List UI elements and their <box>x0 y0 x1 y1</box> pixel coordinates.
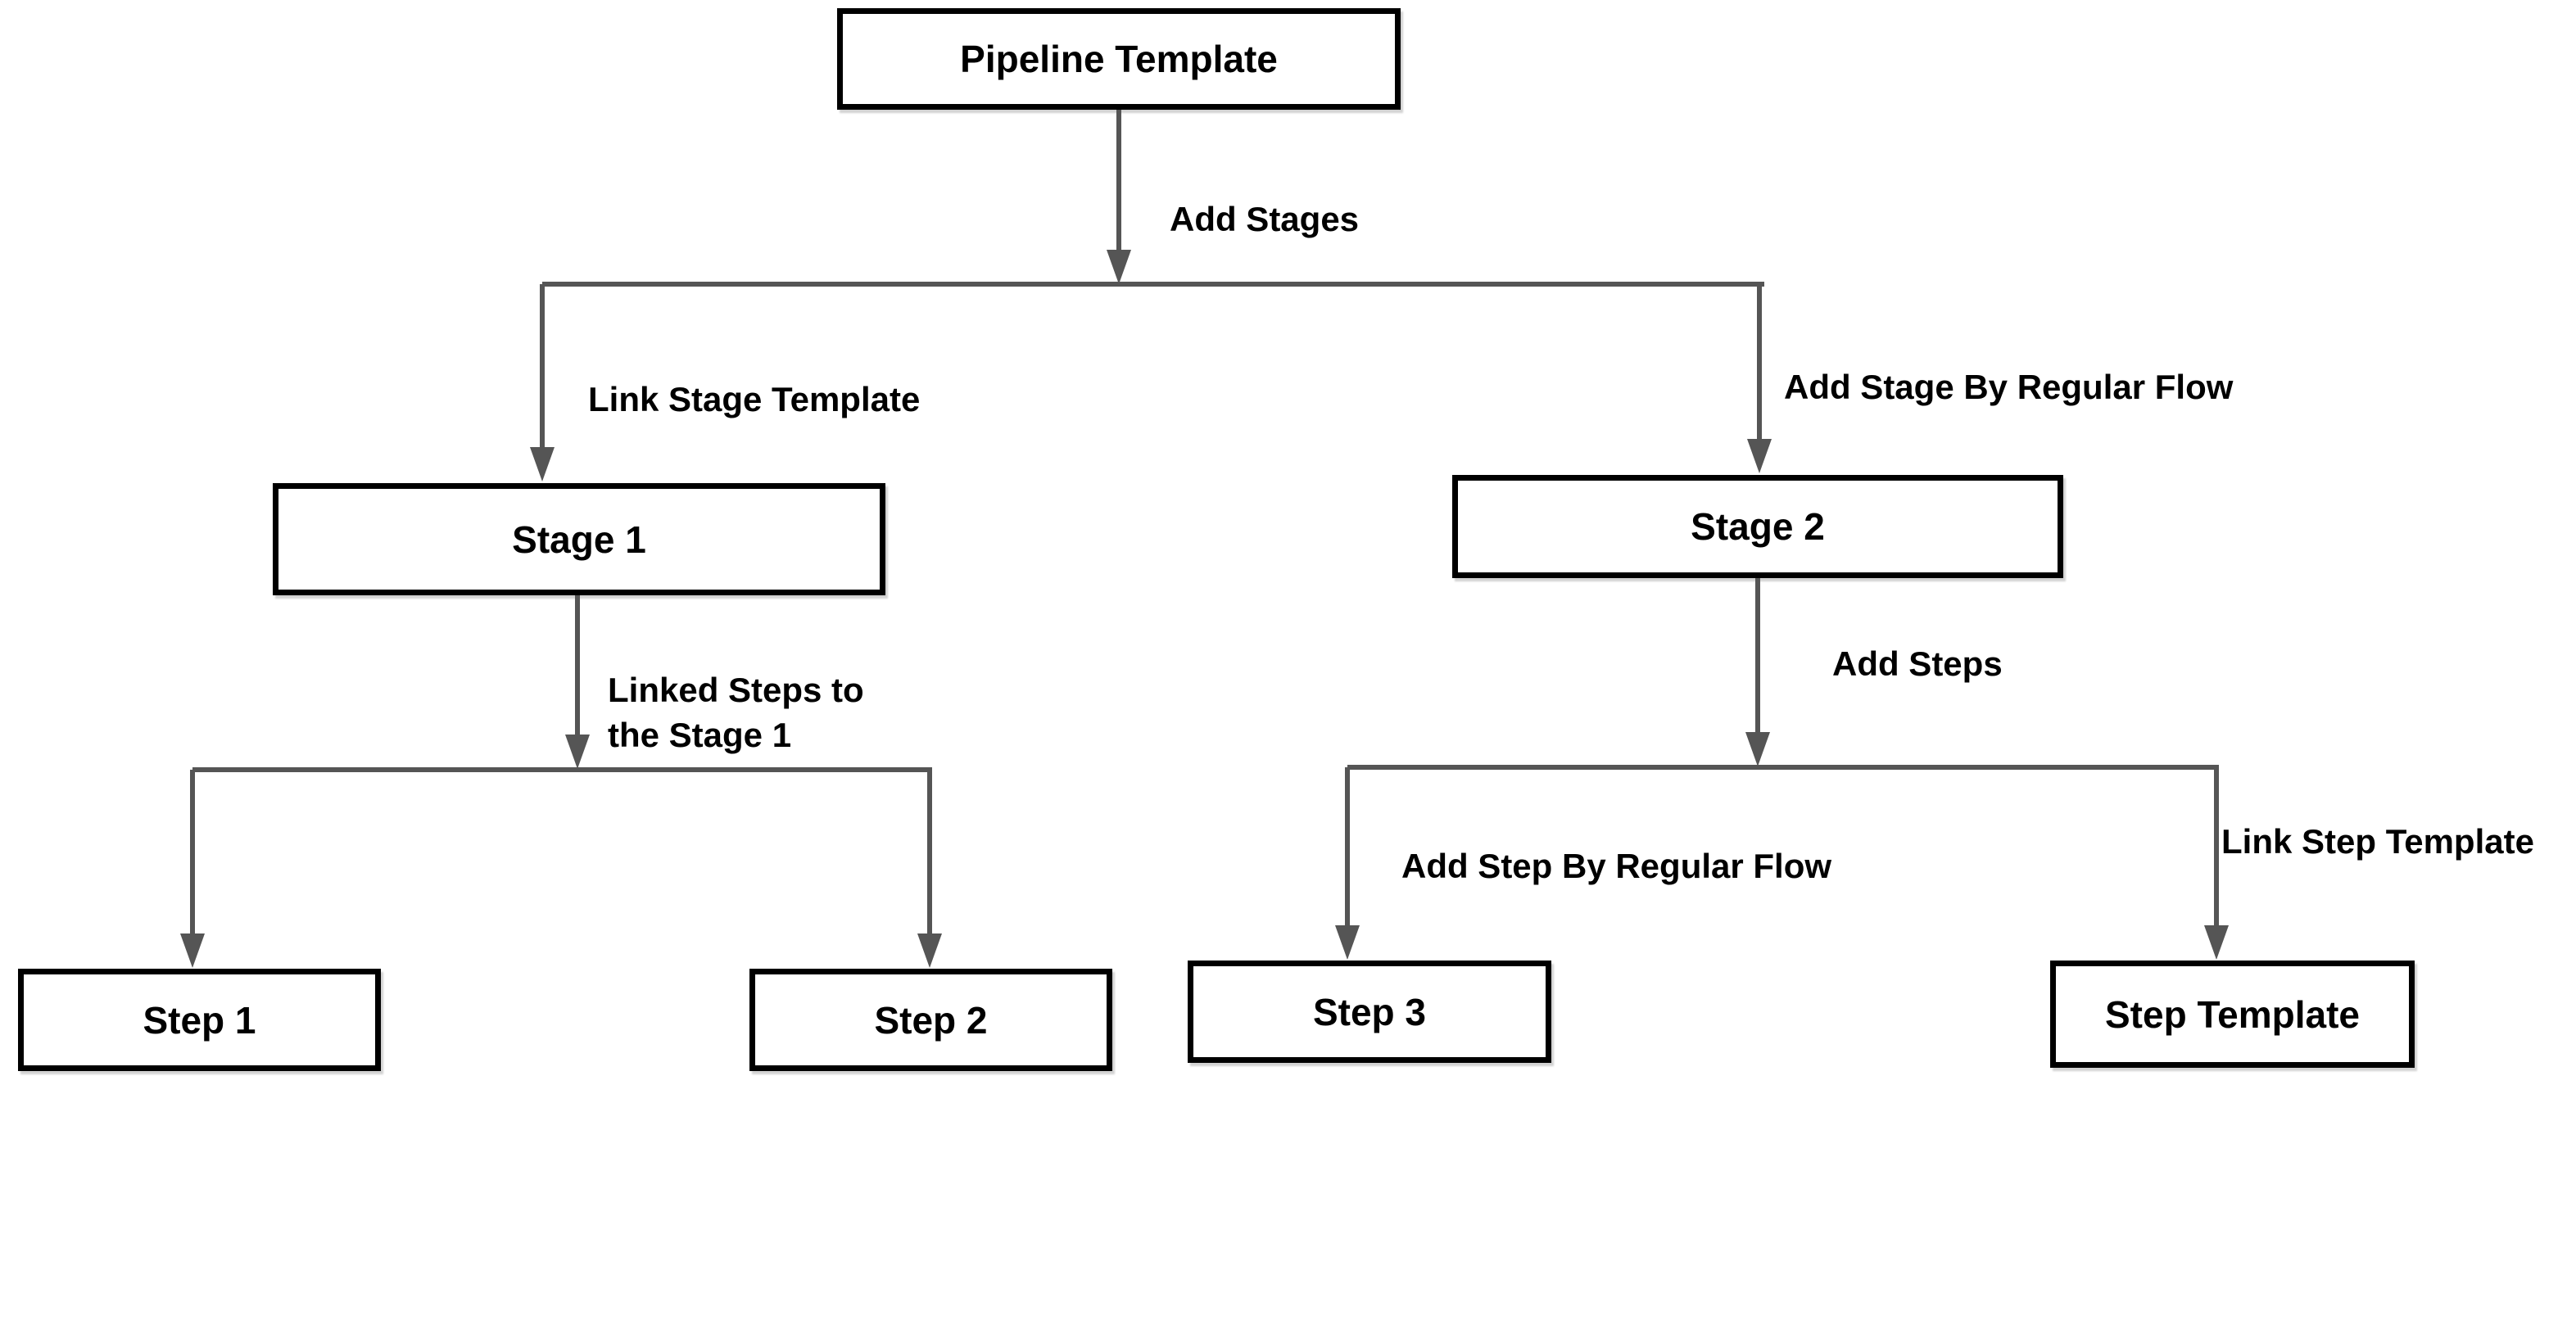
arrowhead-to-step-1-icon <box>180 933 205 968</box>
arrowhead-to-step-template-icon <box>2204 925 2229 960</box>
connector-to-stage-1 <box>540 284 545 449</box>
arrowhead-stage-2-down-icon <box>1745 732 1770 766</box>
connector-stage-1-down <box>575 595 580 736</box>
node-pipeline-template: Pipeline Template <box>837 8 1401 110</box>
node-step-1-label: Step 1 <box>143 998 256 1042</box>
edge-label-linked-steps-to-stage-1: Linked Steps to the Stage 1 <box>608 671 864 755</box>
arrowhead-to-step-3-icon <box>1335 925 1360 960</box>
connector-to-step-template <box>2214 767 2219 927</box>
edge-label-add-stage-by-regular-flow: Add Stage By Regular Flow <box>1784 368 2234 406</box>
arrowhead-to-stage-1-icon <box>530 447 555 481</box>
node-stage-2-label: Stage 2 <box>1691 505 1825 548</box>
arrowhead-stage-1-down-icon <box>565 735 590 769</box>
node-stage-1-label: Stage 1 <box>512 518 646 561</box>
node-step-1: Step 1 <box>18 969 381 1071</box>
node-stage-1: Stage 1 <box>273 483 885 595</box>
connector-to-step-1 <box>190 770 195 935</box>
node-stage-2: Stage 2 <box>1452 475 2063 578</box>
connector-to-step-3 <box>1345 767 1350 927</box>
arrowhead-to-stage-2-icon <box>1747 439 1772 473</box>
node-step-template-label: Step Template <box>2105 992 2360 1036</box>
connector-pipeline-down <box>1116 110 1121 251</box>
edge-label-link-stage-template: Link Stage Template <box>588 380 921 418</box>
edge-label-link-step-template: Link Step Template <box>2221 822 2534 861</box>
connector-to-step-2 <box>927 770 932 935</box>
connector-stage-2-steps-horizontal <box>1347 765 2219 770</box>
arrowhead-pipeline-down-icon <box>1107 250 1131 284</box>
connector-stage-1-steps-horizontal <box>192 767 932 772</box>
connector-stage-2-down <box>1755 578 1760 734</box>
node-step-3: Step 3 <box>1188 961 1551 1063</box>
edge-label-add-step-by-regular-flow: Add Step By Regular Flow <box>1401 847 1832 885</box>
node-step-3-label: Step 3 <box>1312 990 1427 1033</box>
node-step-template: Step Template <box>2050 961 2415 1068</box>
arrowhead-to-step-2-icon <box>917 933 942 968</box>
connector-to-stage-2 <box>1757 284 1762 441</box>
connector-stages-horizontal <box>542 282 1764 287</box>
node-step-2-label: Step 2 <box>874 998 988 1042</box>
node-pipeline-template-label: Pipeline Template <box>960 38 1278 80</box>
edge-label-add-steps: Add Steps <box>1832 644 2003 683</box>
node-step-2: Step 2 <box>749 969 1112 1071</box>
edge-label-add-stages: Add Stages <box>1170 200 1360 238</box>
